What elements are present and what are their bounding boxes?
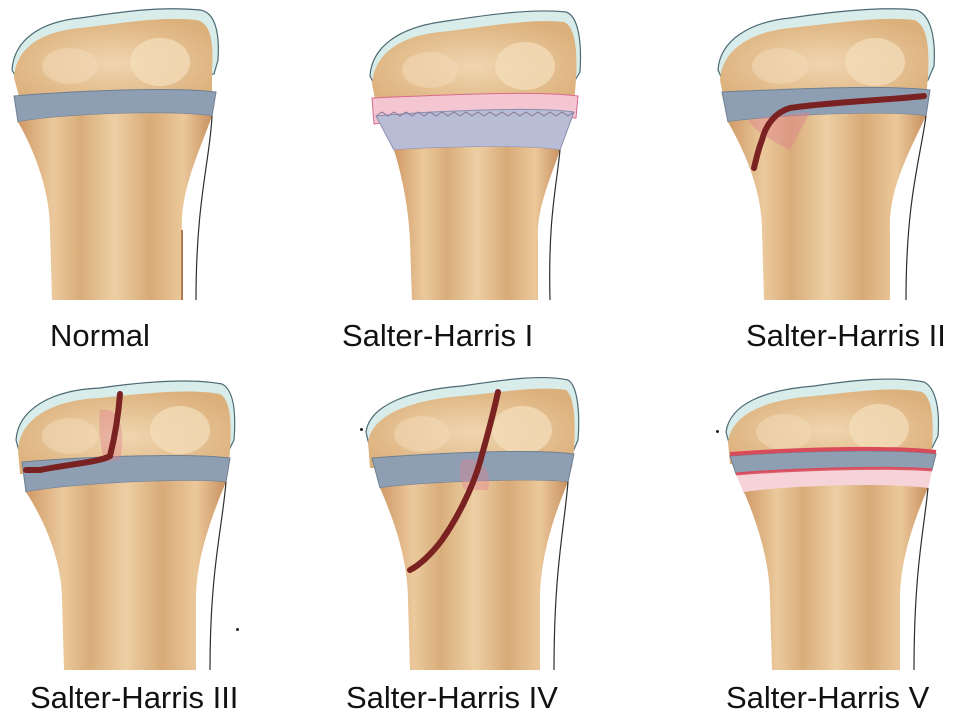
- bone-illustration-salter-harris-5: [714, 370, 959, 670]
- panel-salter-harris-5: Salter-Harris V: [714, 370, 959, 718]
- bone-illustration-salter-harris-3: [0, 370, 250, 670]
- stray-dot: [360, 428, 363, 431]
- panel-salter-harris-4: Salter-Harris IV: [352, 370, 602, 718]
- panel-normal: Normal: [0, 0, 240, 320]
- panel-salter-harris-3: Salter-Harris III: [0, 370, 250, 718]
- stray-dot: [236, 628, 239, 631]
- bone-illustration-normal: [0, 0, 240, 320]
- bone-illustration-salter-harris-1: [360, 0, 600, 320]
- metaphysis-shaft: [744, 485, 928, 670]
- metaphysis-shaft: [394, 147, 560, 300]
- panel-salter-harris-1: Salter-Harris I: [360, 0, 600, 320]
- caption-normal: Normal: [50, 318, 150, 354]
- metaphysis-shaft: [728, 114, 926, 300]
- caption-salter-harris-5: Salter-Harris V: [726, 680, 929, 716]
- caption-salter-harris-3: Salter-Harris III: [30, 680, 238, 716]
- panel-salter-harris-2: Salter-Harris II: [710, 0, 959, 320]
- metaphysis-shaft: [26, 481, 226, 670]
- bone-illustration-salter-harris-2: [710, 0, 959, 320]
- bone-illustration-salter-harris-4: [352, 370, 602, 670]
- caption-salter-harris-1: Salter-Harris I: [342, 318, 533, 354]
- stray-dot: [716, 430, 719, 433]
- metaphysis-shaft: [380, 480, 568, 670]
- caption-salter-harris-4: Salter-Harris IV: [346, 680, 558, 716]
- caption-salter-harris-2: Salter-Harris II: [746, 318, 946, 354]
